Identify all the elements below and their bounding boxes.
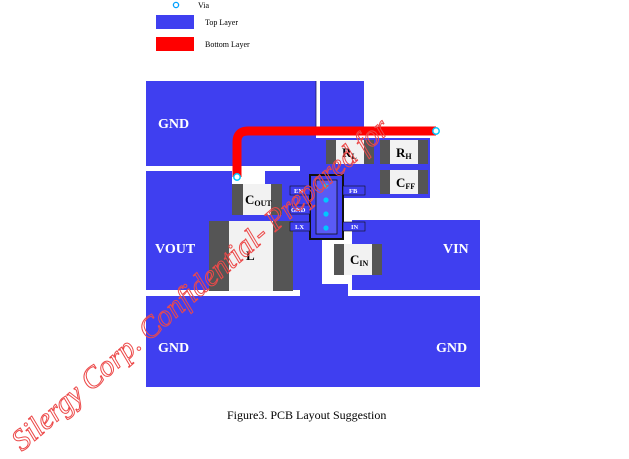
thermal-via-icon [323, 211, 329, 217]
pin-en-label: EN [294, 188, 303, 195]
inductor-label: L [246, 248, 255, 263]
ic-package [309, 174, 344, 240]
bottom-layer-trace [232, 126, 436, 177]
via-legend-icon [172, 1, 180, 9]
thermal-via-icon [323, 225, 329, 231]
thermal-via-icon [323, 197, 329, 203]
via-legend-label: Via [198, 1, 210, 10]
legend: Via Top Layer Bottom Layer [156, 1, 250, 51]
gnd-bottom-right-label: GND [436, 341, 467, 356]
pin-in-label: IN [351, 224, 359, 231]
cout-capacitor: COUT [232, 184, 282, 215]
vin-label: VIN [443, 242, 469, 257]
top-layer-swatch [156, 15, 194, 29]
gnd-bottom-left-label: GND [158, 341, 189, 356]
pin-gnd-label: GND [291, 207, 306, 214]
bottom-layer-legend-label: Bottom Layer [205, 40, 250, 49]
ic-pins: EN GND LX FB IN [289, 185, 366, 232]
via-icon [432, 127, 440, 135]
fb-net-top-pour [320, 81, 364, 131]
bottom-layer-swatch [156, 37, 194, 51]
rl-resistor: RL [326, 140, 374, 164]
vout-label: VOUT [155, 242, 196, 257]
cout-label: COUT [245, 192, 272, 208]
inductor: L [209, 221, 293, 291]
cff-label: CFF [396, 175, 415, 191]
gnd-top-left-label: GND [158, 117, 189, 132]
top-layer-legend-label: Top Layer [205, 18, 238, 27]
gnd-top-left-pour [146, 81, 316, 166]
pin-fb-label: FB [349, 188, 358, 195]
rh-resistor: RH [380, 140, 428, 164]
cin-label: CIN [350, 252, 369, 268]
gnd-bottom-pour [146, 296, 480, 387]
thermal-via-icon [323, 183, 329, 189]
via-icon [233, 173, 241, 181]
rl-label: RL [342, 145, 357, 161]
figure-caption: Figure3. PCB Layout Suggestion [227, 408, 386, 422]
vout-lx-strip [265, 171, 309, 188]
rh-label: RH [396, 145, 412, 161]
pin-lx-label: LX [295, 224, 304, 231]
gnd-bottom-notch [302, 284, 348, 298]
cin-capacitor: CIN [334, 244, 382, 275]
cff-capacitor: CFF [380, 170, 428, 194]
